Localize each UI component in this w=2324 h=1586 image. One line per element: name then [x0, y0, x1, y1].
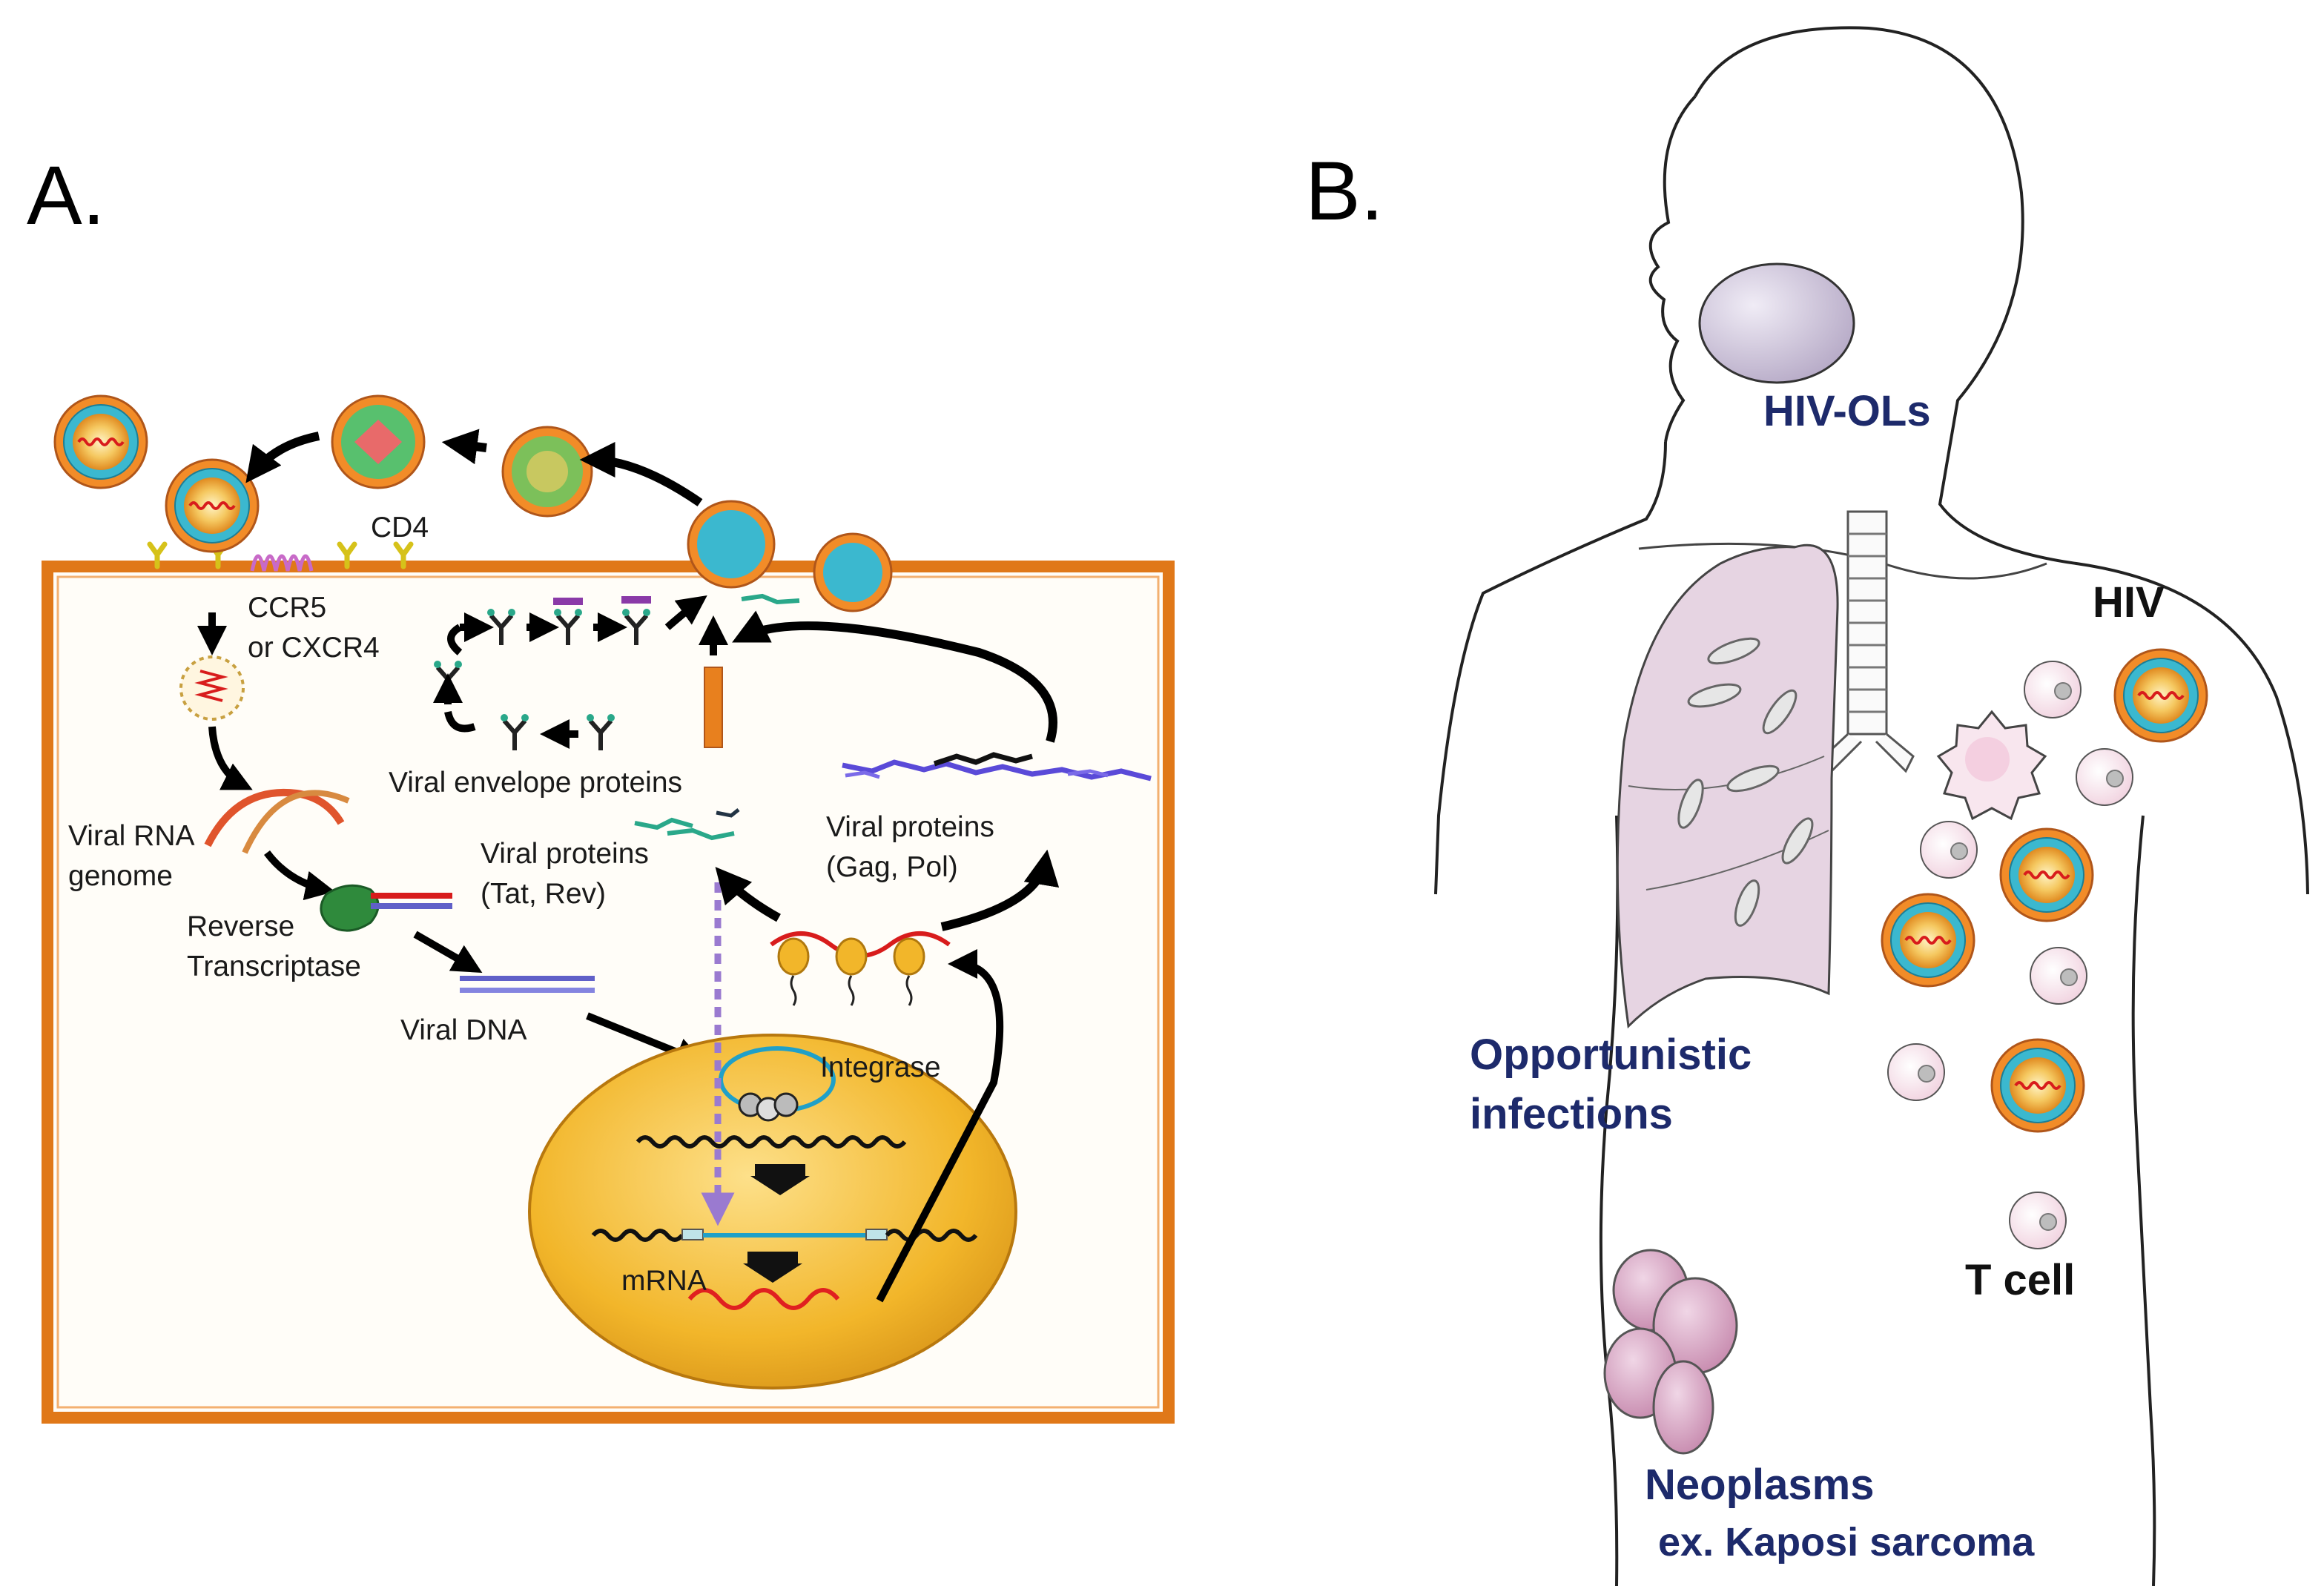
label-viral-rna-1: Viral RNA	[68, 820, 195, 852]
t-cell	[1920, 821, 1978, 879]
t-cell	[2009, 1192, 2067, 1249]
label-rt-2: Transcriptase	[187, 951, 361, 982]
virion-budding	[687, 500, 893, 612]
oral-lesion	[1698, 262, 1855, 384]
panel-b-letter: B.	[1305, 145, 1384, 237]
t-cell	[2030, 947, 2087, 1005]
label-hiv-ols: HIV-OLs	[1763, 387, 1931, 435]
label-tat-rev-2: (Tat, Rev)	[481, 878, 606, 910]
ribosomes	[770, 931, 951, 1006]
virion-immature	[501, 426, 593, 518]
gag-pol-proteins	[842, 752, 1152, 782]
label-cd4: CD4	[371, 512, 429, 543]
label-t-cell: T cell	[1965, 1256, 2075, 1304]
lung-lesions	[1677, 637, 1814, 927]
label-tat-rev-1: Viral proteins	[481, 838, 649, 870]
hiv-virion	[1999, 827, 2094, 922]
integrated-provirus	[591, 1229, 978, 1242]
viral-rna-genome	[204, 788, 345, 847]
label-integrase: Integrase	[820, 1051, 941, 1083]
label-opportunistic-1: Opportunistic	[1470, 1031, 1752, 1079]
t-cell	[1887, 1043, 1945, 1101]
panel-b: B.	[1305, 26, 2309, 1586]
t-cell	[2024, 661, 2082, 718]
label-gag-pol-2: (Gag, Pol)	[826, 851, 958, 883]
body-outline	[1434, 26, 2309, 895]
label-envelope-proteins: Viral envelope proteins	[389, 767, 682, 799]
envelope-protein-processing	[434, 593, 800, 750]
ccr5-coreceptor	[250, 554, 314, 572]
virion-binding	[165, 458, 260, 553]
infected-cell	[1936, 710, 2047, 821]
hiv-virion	[1881, 893, 1975, 988]
panel-a: A.	[27, 149, 1175, 1424]
label-hiv: HIV	[2093, 578, 2165, 627]
trachea	[1823, 510, 1915, 773]
label-viral-dna: Viral DNA	[400, 1014, 527, 1046]
label-neoplasms: Neoplasms	[1645, 1461, 1874, 1509]
label-opportunistic-2: infections	[1470, 1090, 1673, 1138]
label-ccr5: CCR5	[248, 592, 326, 624]
label-gag-pol-1: Viral proteins	[826, 811, 994, 843]
neoplasm	[1603, 1249, 1738, 1455]
label-viral-rna-2: genome	[68, 860, 173, 892]
tat-rev-proteins	[634, 808, 740, 841]
hiv-virion	[2113, 648, 2208, 743]
reverse-transcriptase	[320, 884, 452, 932]
label-kaposi: ex. Kaposi sarcoma	[1658, 1520, 2035, 1564]
label-cxcr4: or CXCR4	[248, 632, 380, 664]
label-mrna: mRNA	[621, 1265, 707, 1297]
t-cell	[2076, 748, 2133, 806]
virion-maturing	[331, 394, 426, 489]
viral-dna	[460, 976, 595, 993]
label-rt-1: Reverse	[187, 911, 294, 942]
panel-a-letter: A.	[27, 149, 105, 242]
virion-free	[53, 394, 148, 489]
nucleus	[528, 1034, 1017, 1390]
endosome	[179, 655, 245, 721]
hiv-virion	[1990, 1038, 2085, 1133]
mrna-strand	[687, 1288, 840, 1310]
host-dna	[636, 1135, 907, 1149]
